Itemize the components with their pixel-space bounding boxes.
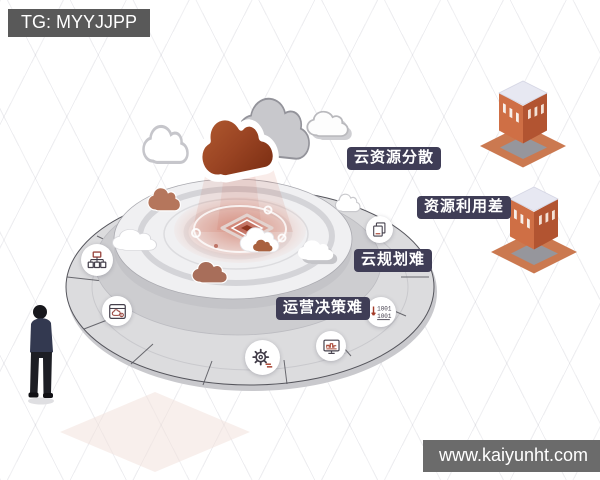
person-figure	[28, 305, 54, 405]
binary-code-icon: 1001 1001	[366, 297, 396, 327]
monitor-chart-icon	[316, 331, 346, 361]
center-chip-icon	[220, 213, 274, 243]
sitemap-icon	[81, 244, 113, 276]
watermark-bottom-right: www.kaiyunht.com	[423, 440, 600, 472]
browser-cloud-icon	[102, 296, 132, 326]
binary-text-line1: 1001	[377, 305, 392, 312]
label-cloud-planning-difficult: 云规划难	[354, 249, 433, 272]
outline-cloud-right-icon	[306, 110, 349, 137]
binary-text-line2: 1001	[377, 312, 392, 319]
outline-cloud-left-icon	[141, 124, 190, 164]
label-poor-resource-utilization: 资源利用差	[417, 196, 512, 219]
gear-settings-icon	[245, 340, 280, 375]
main-cloud-icon	[192, 94, 315, 184]
document-copy-icon	[366, 216, 393, 243]
building-block-top	[479, 80, 567, 168]
watermark-top-left: TG: MYYJJPP	[8, 9, 151, 37]
small-gray-cloud-far-right-icon	[334, 193, 361, 213]
floor-tile-highlight	[60, 392, 250, 472]
label-operations-decisions-difficult: 运营决策难	[276, 297, 371, 320]
label-cloud-resources-scattered: 云资源分散	[347, 147, 442, 170]
